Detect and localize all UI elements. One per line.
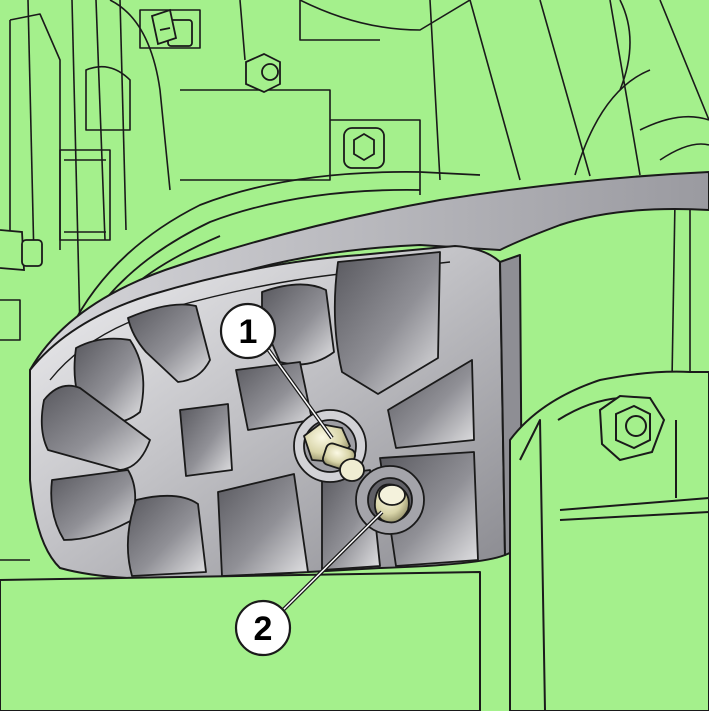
callout-2-circle <box>234 599 292 657</box>
bracket-pockets <box>40 251 479 577</box>
callout-2-label: 2 <box>254 610 273 648</box>
bolt-head-center <box>343 127 385 169</box>
hex-bolt-top-center <box>245 53 281 93</box>
callout-2: 2 <box>234 510 384 657</box>
callout-1-label: 1 <box>239 313 258 351</box>
nut-bolt-1 <box>303 423 365 482</box>
hex-bolt-right <box>598 394 666 462</box>
hex-bolt-top-left <box>150 8 193 47</box>
callout-1: 1 <box>219 302 334 440</box>
locating-pin-2 <box>355 465 425 535</box>
callout-1-circle <box>219 302 277 360</box>
stud-left <box>0 229 43 271</box>
